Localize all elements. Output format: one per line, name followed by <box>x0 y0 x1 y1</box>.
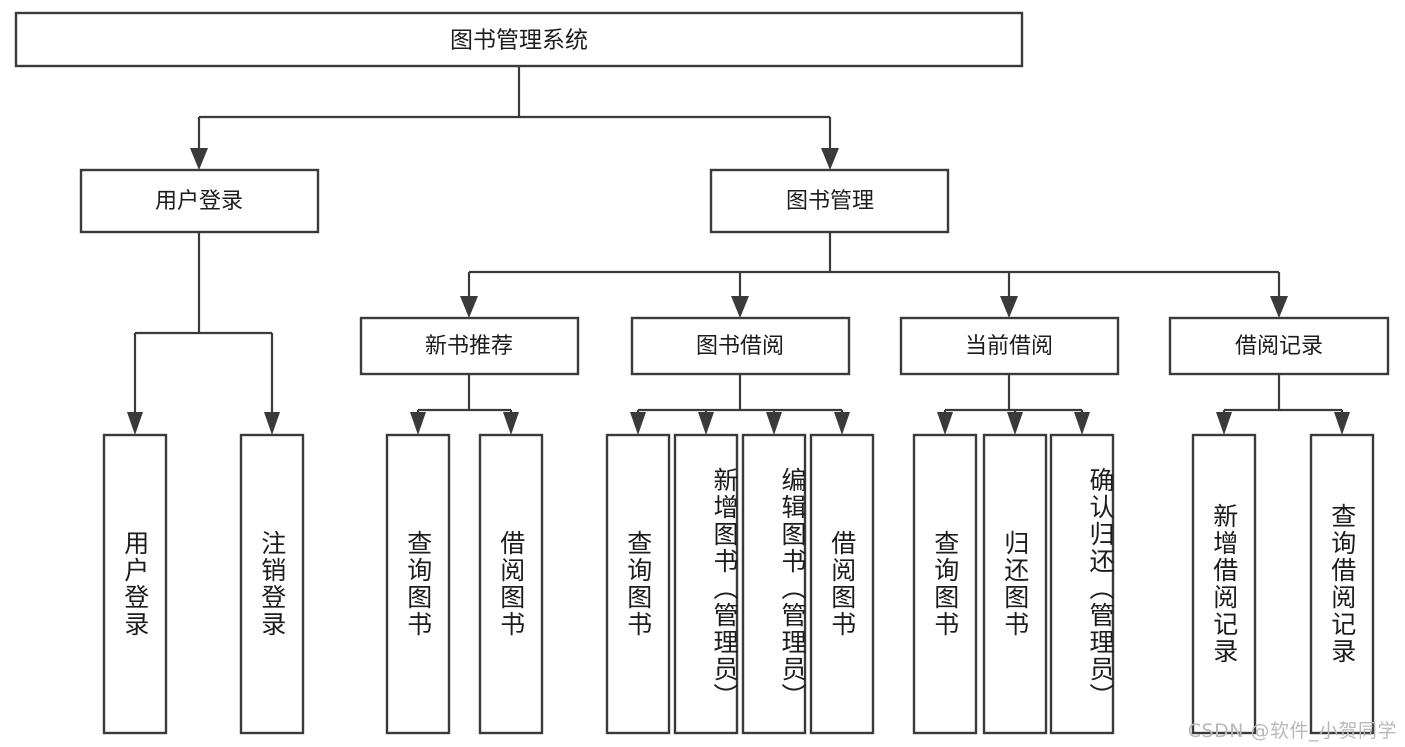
edges-userlogin-to-leaves <box>127 232 280 435</box>
node-current-borrow-label: 当前借阅 <box>965 334 1053 359</box>
node-root[interactable]: 图书管理系统 <box>14 11 1024 68</box>
node-root-box[interactable] <box>14 11 1024 68</box>
node-user-login-label: 用户登录 <box>155 189 243 214</box>
edges-borrowrecord-to-leaves <box>1216 374 1350 435</box>
edges-root-to-level2 <box>190 66 839 170</box>
arrowhead-leaf-edit-book <box>766 412 782 435</box>
arrowhead-leaf-return-book <box>1007 412 1023 435</box>
node-current-borrow-box[interactable] <box>899 316 1120 376</box>
node-book-borrow[interactable]: 图书借阅 <box>630 316 851 376</box>
arrowhead-leaf-query-book-1 <box>410 412 426 435</box>
leaf-box-borrow-book-1[interactable] <box>478 433 544 735</box>
edges-newbook-to-leaves <box>410 374 519 435</box>
edges-currentborrow-to-leaves <box>937 374 1090 435</box>
arrowhead-leaf-borrow-book-1 <box>503 412 519 435</box>
watermark-label: CSDN @软件_小贺同学 <box>1187 720 1397 742</box>
leaf-box-add-record[interactable] <box>1191 433 1257 735</box>
node-user-login-box[interactable] <box>79 168 320 234</box>
arrowhead-new-book <box>460 296 478 318</box>
leaf-box-query-book-1[interactable] <box>385 433 451 735</box>
leaf-box-add-book[interactable] <box>673 433 739 735</box>
node-book-borrow-box[interactable] <box>630 316 851 376</box>
edges-bookmanage-to-level3 <box>460 232 1288 318</box>
node-book-manage[interactable]: 图书管理 <box>709 168 950 234</box>
node-current-borrow[interactable]: 当前借阅 <box>899 316 1120 376</box>
arrowhead-leaf-user-login <box>127 412 143 435</box>
leaf-box-query-record[interactable] <box>1309 433 1375 735</box>
arrowhead-user-login <box>190 148 208 170</box>
node-new-book-recommend[interactable]: 新书推荐 <box>359 316 580 376</box>
node-book-borrow-label: 图书借阅 <box>696 334 784 359</box>
node-new-book-recommend-label: 新书推荐 <box>425 334 513 359</box>
leaf-box-user-login[interactable] <box>102 433 168 735</box>
arrowhead-leaf-add-record <box>1216 412 1232 435</box>
arrowhead-leaf-query-record <box>1334 412 1350 435</box>
leaf-box-query-book-2[interactable] <box>605 433 671 735</box>
node-borrow-record-box[interactable] <box>1168 316 1390 376</box>
leaf-box-confirm-return[interactable] <box>1049 433 1115 735</box>
node-user-login[interactable]: 用户登录 <box>79 168 320 234</box>
node-root-label: 图书管理系统 <box>450 28 588 54</box>
leaf-box-return-book[interactable] <box>982 433 1048 735</box>
arrowhead-book-borrow <box>731 296 749 318</box>
arrowhead-leaf-logout <box>264 412 280 435</box>
arrowhead-leaf-borrow-book-2 <box>834 412 850 435</box>
arrowhead-borrow-record <box>1270 296 1288 318</box>
arrowhead-leaf-confirm-return <box>1074 412 1090 435</box>
leaf-box-query-book-3[interactable] <box>912 433 978 735</box>
leaf-box-edit-book[interactable] <box>741 433 807 735</box>
arrowhead-leaf-query-book-3 <box>937 412 953 435</box>
node-borrow-record-label: 借阅记录 <box>1235 334 1323 359</box>
arrowhead-leaf-query-book-2 <box>630 412 646 435</box>
arrowhead-leaf-add-book <box>698 412 714 435</box>
edges-bookborrow-to-leaves <box>630 374 850 435</box>
node-borrow-record[interactable]: 借阅记录 <box>1168 316 1390 376</box>
arrowhead-book-manage <box>821 148 839 170</box>
node-book-manage-box[interactable] <box>709 168 950 234</box>
leaf-boxes <box>102 433 1375 735</box>
leaf-box-logout[interactable] <box>239 433 305 735</box>
leaf-box-borrow-book-2[interactable] <box>809 433 875 735</box>
arrowhead-current-borrow <box>1000 296 1018 318</box>
node-new-book-recommend-box[interactable] <box>359 316 580 376</box>
node-book-manage-label: 图书管理 <box>786 189 874 214</box>
